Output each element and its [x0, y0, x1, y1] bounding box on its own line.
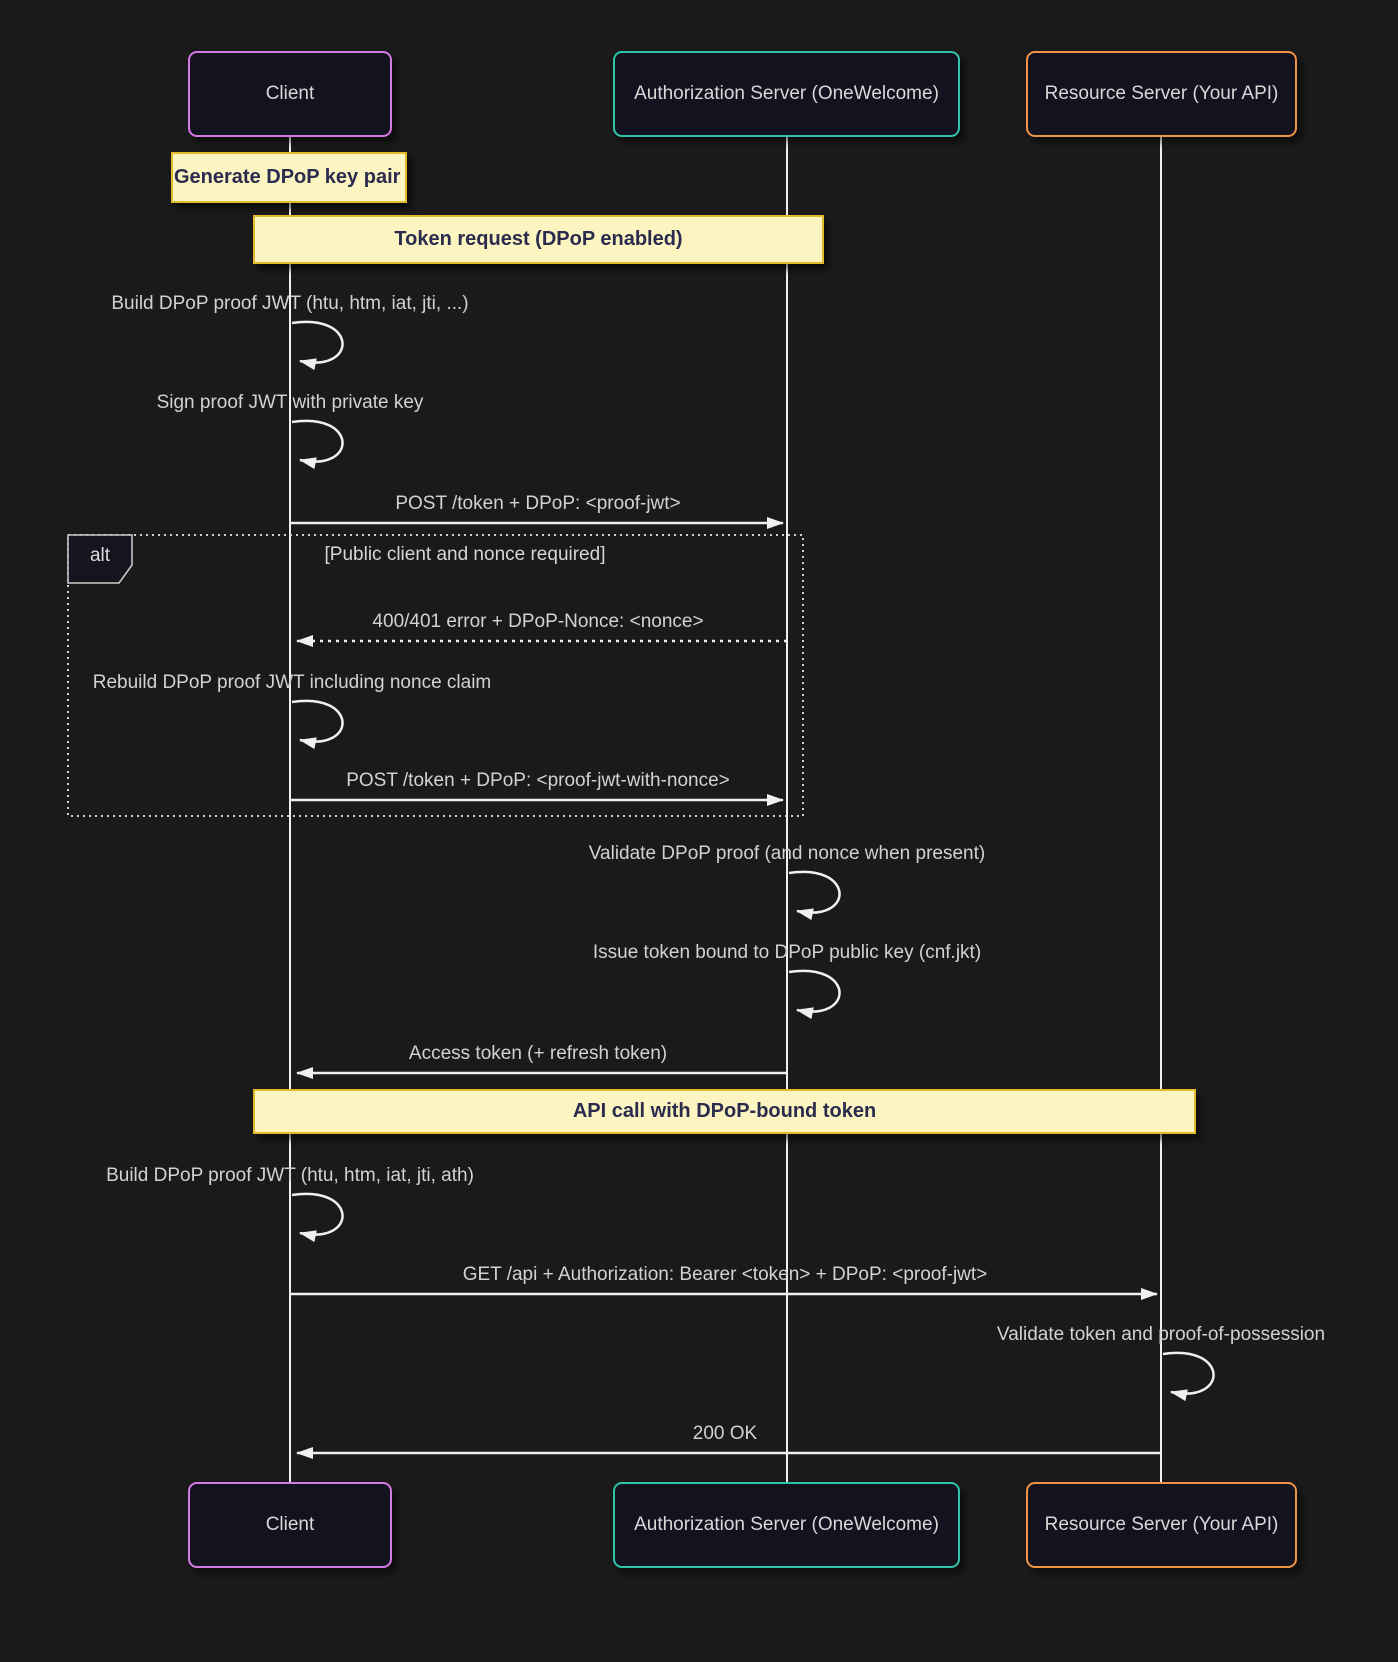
self-arrow-issue-token [788, 969, 841, 1020]
message-label: GET /api + Authorization: Bearer <token>… [462, 1264, 988, 1285]
actor-label: Resource Server (Your API) [1044, 83, 1279, 104]
actor-label: Client [265, 1514, 315, 1535]
banner-api-call: API call with DPoP-bound token [253, 1089, 1196, 1134]
message-label: Issue token bound to DPoP public key (cn… [592, 942, 982, 963]
message-label: Rebuild DPoP proof JWT including nonce c… [92, 672, 492, 693]
self-arrow-validate-token [1162, 1351, 1215, 1402]
banner-token-request: Token request (DPoP enabled) [253, 215, 824, 264]
actor-top-auth-server: Authorization Server (OneWelcome) [613, 51, 960, 137]
message-label: Sign proof JWT with private key [156, 392, 424, 413]
alt-guard-condition: [Public client and nonce required] [324, 544, 606, 565]
message-label: 200 OK [692, 1423, 758, 1444]
message-label: Validate token and proof-of-possession [996, 1324, 1326, 1345]
actor-label: Client [265, 83, 315, 104]
actor-label: Resource Server (Your API) [1044, 1514, 1279, 1535]
message-label: POST /token + DPoP: <proof-jwt-with-nonc… [346, 770, 730, 791]
message-label: POST /token + DPoP: <proof-jwt> [395, 493, 681, 514]
alt-fragment-border [67, 534, 804, 817]
note-generate-keypair: Generate DPoP key pair [171, 152, 407, 203]
self-arrow-rebuild-proof [291, 699, 344, 750]
message-label: Validate DPoP proof (and nonce when pres… [588, 843, 986, 864]
actor-bottom-client: Client [188, 1482, 392, 1568]
self-arrow-validate-proof [788, 870, 841, 921]
self-arrow-sign-proof [291, 419, 344, 470]
message-label: Build DPoP proof JWT (htu, htm, iat, jti… [111, 293, 469, 314]
self-arrow-build-proof [291, 320, 344, 371]
alt-label: alt [89, 545, 111, 566]
message-label: 400/401 error + DPoP-Nonce: <nonce> [372, 611, 704, 632]
message-label: Access token (+ refresh token) [408, 1043, 668, 1064]
alt-label-shape [67, 534, 133, 584]
actor-top-client: Client [188, 51, 392, 137]
self-arrow-build-proof-ath [291, 1192, 344, 1243]
actor-label: Authorization Server (OneWelcome) [634, 1514, 939, 1535]
actor-bottom-resource-server: Resource Server (Your API) [1026, 1482, 1297, 1568]
actor-label: Authorization Server (OneWelcome) [634, 83, 939, 104]
actor-bottom-auth-server: Authorization Server (OneWelcome) [613, 1482, 960, 1568]
actor-top-resource-server: Resource Server (Your API) [1026, 51, 1297, 137]
message-label: Build DPoP proof JWT (htu, htm, iat, jti… [106, 1165, 474, 1186]
